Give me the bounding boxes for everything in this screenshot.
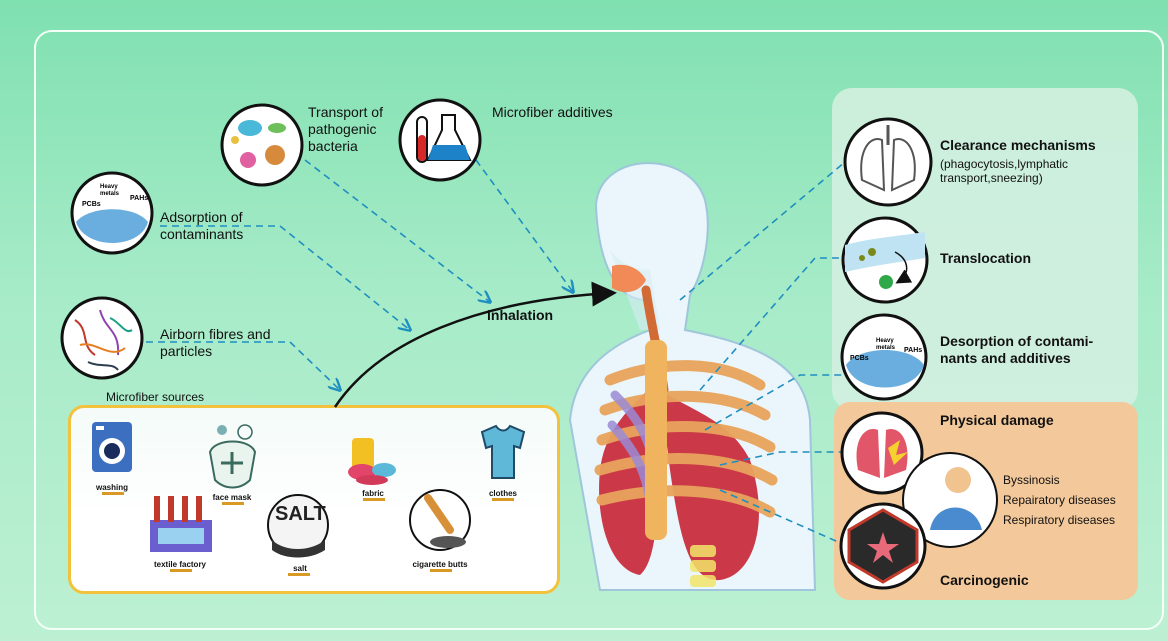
face-mask-icon [210,425,255,488]
disease-item: Repairatory diseases [1003,493,1116,507]
salt-icon: SALT [268,495,328,558]
clearance-detail: (phagocytosis,lymphatic transport,sneezi… [940,157,1068,185]
svg-text:Heavy: Heavy [100,184,118,190]
adsorption-icon: PCBs Heavy metals PAHs [72,173,152,253]
translocation-label: Translocation [940,250,1031,267]
carcinogenic-icon [841,504,925,588]
underline [222,502,244,505]
svg-text:metals: metals [100,191,120,197]
underline [102,492,124,495]
fibres-icon [62,298,142,378]
physical-damage-label: Physical damage [940,412,1054,429]
factory-icon [150,496,212,552]
airborne-label: Airborn fibres and particles [160,326,271,360]
disease-item: Byssinosis [1003,473,1060,487]
svg-text:metals: metals [876,345,896,351]
svg-text:PAHs: PAHs [904,347,922,354]
underline [170,569,192,572]
lungs-clearance-icon [845,119,931,205]
sources-title: Microfiber sources [106,390,204,404]
inhalation-label: inhalation [487,307,553,324]
underline [492,498,514,501]
underline [363,498,385,501]
svg-text:PCBs: PCBs [850,355,869,362]
svg-text:Heavy: Heavy [876,338,894,344]
underline [288,573,310,576]
carcinogenic-label: Carcinogenic [940,572,1029,589]
svg-text:PCBs: PCBs [82,201,101,208]
washing-machine-icon [92,422,132,472]
inhalation-arrow [335,293,612,407]
svg-text:SALT: SALT [275,503,326,525]
adsorption-label: Adsorption of contaminants [160,209,243,243]
human-figure [570,163,815,590]
flask-icon [400,100,480,180]
underline [430,569,452,572]
disease-item: Respiratory diseases [1003,513,1115,527]
additives-label: Microfiber additives [492,104,613,121]
svg-text:PAHs: PAHs [130,195,148,202]
shirt-icon [482,426,524,478]
desorption-icon: PCBs Heavy metals PAHs [842,315,926,399]
cigarette-icon [410,490,470,550]
bacteria-icon [222,105,302,185]
transport-label: Transport of pathogenic bacteria [308,104,383,155]
desorption-label: Desorption of contami- nants and additiv… [940,333,1093,367]
fabric-rolls-icon [348,438,396,485]
translocation-icon [843,218,927,302]
clearance-title: Clearance mechanisms [940,137,1096,154]
